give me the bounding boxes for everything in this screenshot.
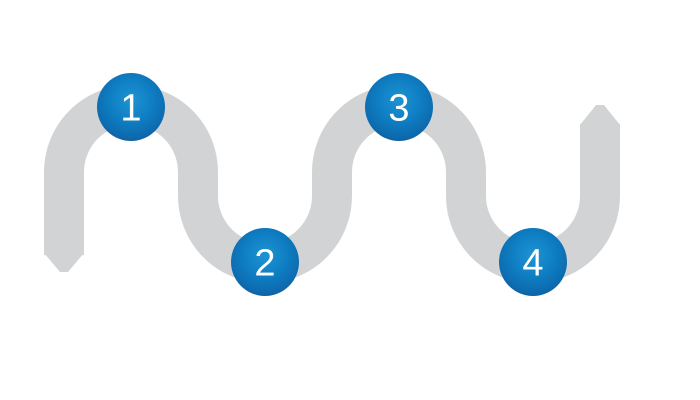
wave-end-tip-icon <box>580 105 620 125</box>
wave-start-tip-icon <box>44 253 84 272</box>
step-number-2: 2 <box>254 243 275 285</box>
step-circle-1 <box>97 73 165 141</box>
step-marker-4: 4 <box>499 228 567 296</box>
step-marker-1: 1 <box>97 73 165 141</box>
step-number-3: 3 <box>388 88 409 130</box>
step-number-1: 1 <box>120 88 141 130</box>
step-number-4: 4 <box>522 243 543 285</box>
step-circle-4 <box>499 228 567 296</box>
wave-path <box>44 85 620 283</box>
step-circle-3 <box>365 73 433 141</box>
step-circle-2 <box>231 228 299 296</box>
step-marker-2: 2 <box>231 228 299 296</box>
step-marker-3: 3 <box>365 73 433 141</box>
